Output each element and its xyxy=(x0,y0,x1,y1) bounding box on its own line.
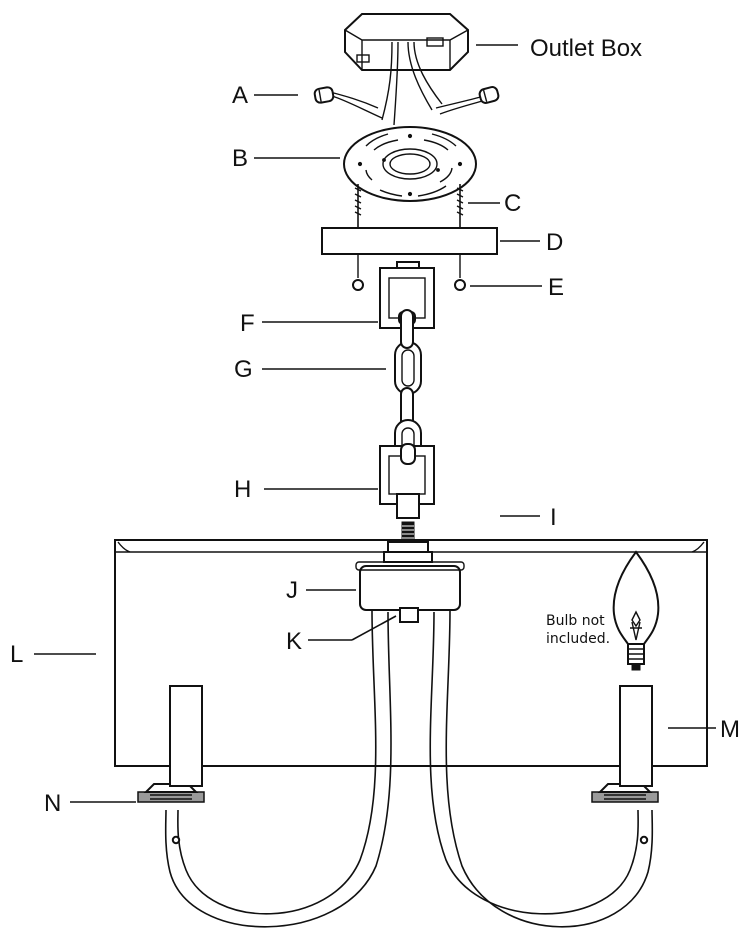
hub-body xyxy=(355,561,465,611)
label-f: F xyxy=(240,310,255,337)
label-g: G xyxy=(234,356,253,383)
label-b: B xyxy=(232,145,248,172)
arm-left xyxy=(164,609,392,928)
label-k: K xyxy=(286,628,302,655)
mounting-screw-left xyxy=(354,184,362,230)
wire-nut-right xyxy=(478,86,500,104)
callout-labels: Outlet Box A B C D E F G H I J K L M N B… xyxy=(10,35,740,817)
label-h: H xyxy=(234,476,251,503)
hub-finial xyxy=(399,607,419,623)
fixture-loop xyxy=(379,443,435,519)
outlet-box xyxy=(344,13,469,71)
mounting-screw-right xyxy=(456,184,464,230)
label-n: N xyxy=(44,790,61,817)
leader-k-d xyxy=(351,615,397,641)
label-d: D xyxy=(546,229,563,256)
arm-right xyxy=(429,609,654,928)
canopy xyxy=(321,227,498,255)
canopy-loop xyxy=(379,261,435,329)
label-a: A xyxy=(232,82,248,109)
wire-nut-left xyxy=(313,86,335,104)
canopy-finial-right xyxy=(454,254,466,291)
bobeche-left xyxy=(137,783,205,845)
canopy-finial-left xyxy=(352,254,364,291)
mounting-plate xyxy=(343,126,477,202)
bobeche-right xyxy=(591,783,659,845)
hub-nut xyxy=(383,541,433,563)
label-e: E xyxy=(548,274,564,301)
bulb-icon xyxy=(612,550,660,671)
label-i: I xyxy=(550,504,557,531)
candle-sleeve-right xyxy=(619,685,653,787)
label-j: J xyxy=(286,577,298,604)
label-l: L xyxy=(10,641,23,668)
bulb-note-line1: Bulb not xyxy=(546,613,605,629)
leader-lines xyxy=(34,44,716,803)
label-m: M xyxy=(720,716,740,743)
bulb-note-line2: included. xyxy=(546,631,610,647)
candle-sleeve-left xyxy=(169,685,203,787)
label-c: C xyxy=(504,190,521,217)
label-outlet-box: Outlet Box xyxy=(530,35,642,62)
